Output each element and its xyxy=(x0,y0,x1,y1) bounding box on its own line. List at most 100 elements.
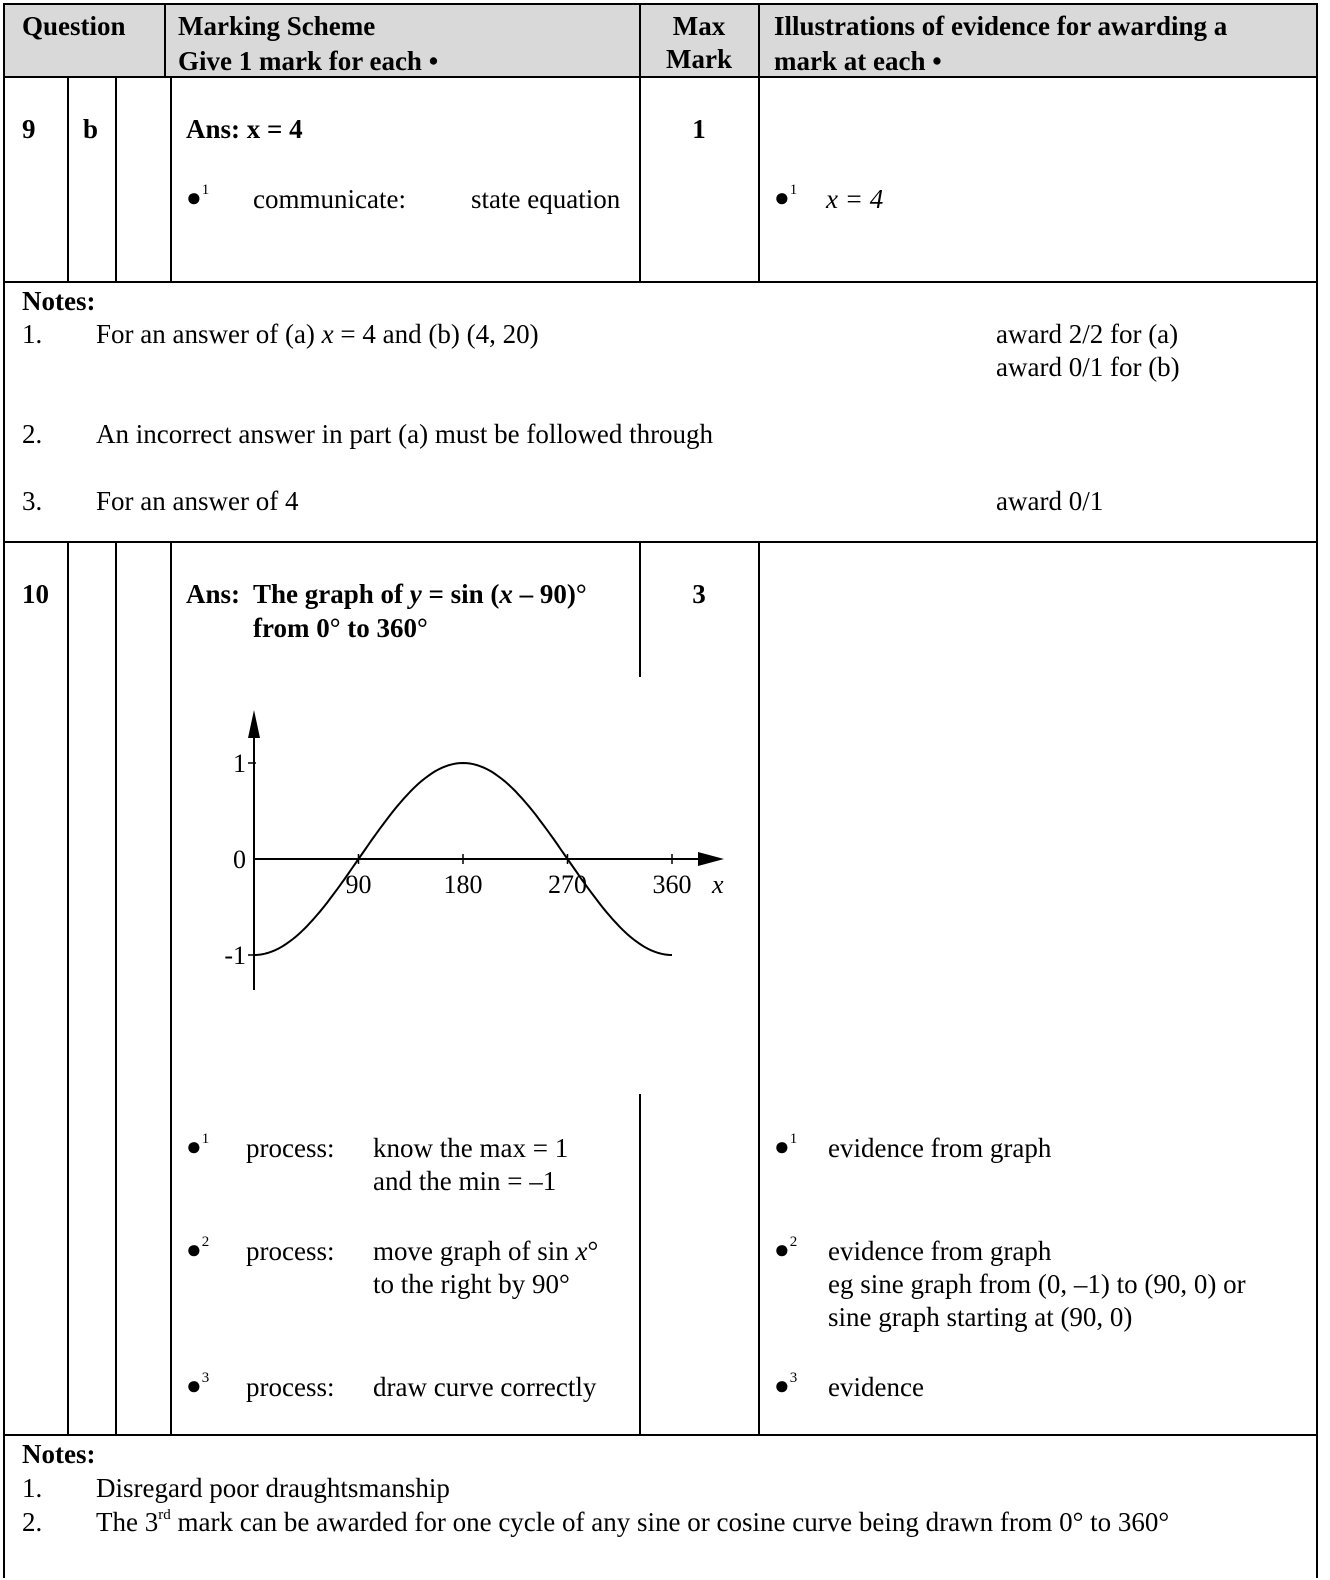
y-tick-label: -1 xyxy=(224,941,246,970)
bullet-icon: ● xyxy=(774,1132,790,1161)
q9-evidence-1-bullet: ●1 xyxy=(774,180,797,215)
q10-point-1-bullet: ●1 xyxy=(186,1129,209,1164)
rule-col1-q9 xyxy=(67,77,69,282)
q10-point-2-line1-a: move graph of sin xyxy=(373,1236,576,1266)
notes9-item-3-award: award 0/1 xyxy=(996,486,1104,516)
rule-col2-q10 xyxy=(115,542,117,1435)
rule-q9-bottom xyxy=(4,281,1318,283)
q9-max-mark: 1 xyxy=(692,114,706,144)
q10-point-1-line2: and the min = –1 xyxy=(373,1166,557,1196)
q9-number: 9 xyxy=(22,114,36,144)
notes9-item-2-text: An incorrect answer in part (a) must be … xyxy=(96,419,714,449)
q10-number: 10 xyxy=(22,579,49,609)
notes9-item-1-award-1: award 2/2 for (a) xyxy=(996,319,1179,349)
bullet-icon: ● xyxy=(774,1235,790,1264)
rule-q10-bottom xyxy=(4,1434,1318,1436)
notes10-title: Notes: xyxy=(22,1439,96,1469)
q10-point-1-line1: know the max = 1 xyxy=(373,1133,569,1163)
rule-left-edge xyxy=(3,3,5,1578)
y-tick-label: 1 xyxy=(233,749,246,778)
header-max-line1: Max xyxy=(672,11,726,41)
notes10-item-2-sup: rd xyxy=(158,1507,171,1523)
header-max-line2: Mark xyxy=(666,44,732,74)
rule-col5-q10 xyxy=(758,542,760,1435)
rule-illus-left-header xyxy=(758,3,760,78)
q10-point-3-type: process: xyxy=(246,1372,335,1402)
header-scheme-line2: Give 1 mark for each • xyxy=(178,46,439,76)
graph-axes xyxy=(248,710,724,990)
notes9-item-1-part-b: = 4 and (b) (4, 20) xyxy=(333,319,539,349)
rule-col3-q10 xyxy=(170,542,172,1435)
notes9-item-1-text: For an answer of (a) x = 4 and (b) (4, 2… xyxy=(96,317,539,351)
q10-point-2-line2: to the right by 90° xyxy=(373,1269,570,1299)
sine-graph: 90 180 270 360 x 1 0 -1 xyxy=(224,710,724,990)
notes9-title: Notes: xyxy=(22,286,96,316)
q9-point-1-sup: 1 xyxy=(201,182,210,198)
notes10-item-1-text: Disregard poor draughtsmanship xyxy=(96,1473,450,1503)
rule-notes9-bottom xyxy=(4,541,1318,543)
q9-part: b xyxy=(83,114,99,144)
q10-ans-label: Ans: xyxy=(186,579,241,609)
y-tick-label: 0 xyxy=(233,845,246,874)
sine-curve xyxy=(253,761,673,956)
rule-header-bottom xyxy=(4,76,1318,78)
q10-evidence-1-text: evidence from graph xyxy=(828,1133,1052,1163)
rule-col2-q9 xyxy=(115,77,117,282)
x-axis-arrow xyxy=(698,852,724,866)
q10-evidence-1-bullet: ●1 xyxy=(774,1129,797,1164)
x-tick-label: 180 xyxy=(444,870,483,899)
rule-top xyxy=(4,3,1318,5)
q10-ans-line2: from 0° to 360° xyxy=(253,613,428,643)
q10-point-2-sup: 2 xyxy=(201,1234,210,1250)
q10-ans-line1-y: y xyxy=(409,579,422,609)
notes9-item-2-num: 2. xyxy=(22,419,43,449)
rule-col5-q9 xyxy=(758,77,760,282)
q10-evidence-3-bullet: ●3 xyxy=(774,1368,797,1403)
bullet-icon: ● xyxy=(186,1371,202,1400)
x-tick-label: 90 xyxy=(346,870,372,899)
header-background xyxy=(4,4,1318,77)
q10-max-mark: 3 xyxy=(692,579,706,609)
q10-point-3-sup: 3 xyxy=(201,1370,210,1386)
rule-right-edge xyxy=(1316,3,1318,1578)
notes10-item-2-part-a: The 3 xyxy=(96,1507,159,1537)
q10-point-3-bullet: ●3 xyxy=(186,1368,209,1403)
q10-point-1-sup: 1 xyxy=(201,1131,210,1147)
rule-col3-q9 xyxy=(170,77,172,282)
notes10-item-2-num: 2. xyxy=(22,1507,43,1537)
q10-ans-line1: The graph of y = sin (x – 90)° xyxy=(253,577,587,611)
rule-scheme-left-header xyxy=(164,3,166,78)
header-scheme-line1: Marking Scheme xyxy=(178,11,376,41)
bullet-icon: ● xyxy=(186,183,202,212)
q10-evidence-3-text: evidence xyxy=(828,1372,924,1402)
q9-point-1-type: communicate: xyxy=(253,184,406,214)
q10-evidence-2-line1: evidence from graph xyxy=(828,1236,1052,1266)
notes9-item-1-award-2: award 0/1 for (b) xyxy=(996,352,1180,382)
rule-col4-q9 xyxy=(639,77,641,282)
notes10-item-2-part-b: mark can be awarded for one cycle of any… xyxy=(170,1507,1170,1537)
q10-evidence-2-sup: 2 xyxy=(789,1234,798,1250)
header-illus-line1: Illustrations of evidence for awarding a xyxy=(774,11,1228,41)
graph-labels: 90 180 270 360 x 1 0 -1 xyxy=(224,749,724,970)
q9-point-1-bullet: ●1 xyxy=(186,180,209,215)
bullet-icon: ● xyxy=(774,1371,790,1400)
q9-ans-label: Ans: xyxy=(186,114,241,144)
notes10-item-1-num: 1. xyxy=(22,1473,43,1503)
q10-ans-line1-c: – 90)° xyxy=(512,579,587,609)
bullet-icon: ● xyxy=(186,1235,202,1264)
rule-max-left-header xyxy=(639,3,641,78)
x-tick-label: 270 xyxy=(548,870,587,899)
q10-evidence-2-line3: sine graph starting at (90, 0) xyxy=(828,1302,1133,1332)
x-axis-label: x xyxy=(711,870,724,899)
rule-col1-q10 xyxy=(67,542,69,1435)
q9-ans-text: x = 4 xyxy=(246,114,303,144)
q10-evidence-2-bullet: ●2 xyxy=(774,1232,797,1267)
q9-answer: Ans: x = 4 xyxy=(186,112,303,146)
x-tick-label: 360 xyxy=(653,870,692,899)
y-axis-arrow xyxy=(248,710,260,738)
notes9-item-3-num: 3. xyxy=(22,486,43,516)
graph-ticks xyxy=(248,762,673,956)
q10-point-3-line1: draw curve correctly xyxy=(373,1372,597,1402)
q10-ans-line1-a: The graph of xyxy=(253,579,410,609)
q9-evidence-1-text: x = 4 xyxy=(826,184,884,214)
